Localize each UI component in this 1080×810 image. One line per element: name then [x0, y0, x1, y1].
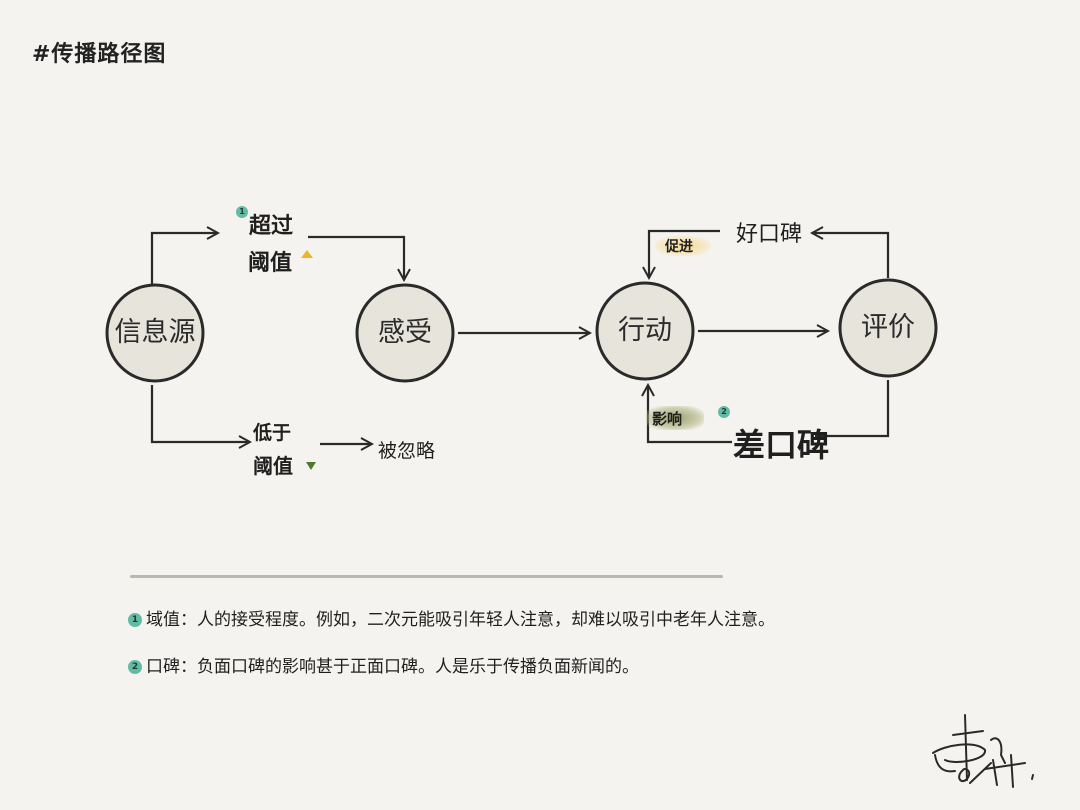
exceed-label-line1: 超过	[249, 214, 294, 239]
note-2: 2 口碑：负面口碑的影响甚于正面口碑。人是乐于传播负面新闻的。	[128, 652, 639, 677]
diagram-title: #传播路径图	[32, 42, 167, 67]
node-action-label: 行动	[618, 315, 672, 346]
exceed-label-line2: 阈值	[248, 251, 293, 276]
ignored-label: 被忽略	[378, 440, 436, 462]
node-evaluation-circle	[838, 278, 938, 378]
influence-highlight	[646, 406, 704, 430]
below-label-line1: 低于	[253, 422, 292, 444]
signature	[932, 714, 1034, 788]
arrow-source-to-below	[150, 385, 250, 442]
influence-label: 影响	[652, 410, 683, 428]
arrow-goodwom-to-action	[649, 229, 720, 278]
note-1-badge-icon: 1	[128, 613, 142, 627]
line-evaluation-to-badwom	[815, 380, 890, 438]
below-label-line2: 阈值	[253, 454, 293, 478]
arrow-evaluation-to-goodwom	[812, 233, 890, 278]
bad-wom-label: 差口碑	[733, 426, 830, 464]
triangle-down-icon	[306, 462, 316, 470]
badge-2-icon: 2	[718, 406, 730, 418]
triangle-up-icon	[301, 250, 313, 258]
arrow-badwom-to-action	[648, 385, 732, 444]
node-perception-label: 感受	[378, 317, 432, 348]
node-evaluation-label: 评价	[861, 312, 915, 343]
note-2-badge-icon: 2	[128, 660, 142, 674]
note-1-text: 域值：人的接受程度。例如，二次元能吸引年轻人注意，却难以吸引中老年人注意。	[146, 610, 775, 630]
badge-1-icon: 1	[236, 206, 248, 218]
node-source-circle	[105, 283, 205, 383]
promote-label: 促进	[665, 239, 693, 255]
arrow-exceed-to-perception	[308, 235, 404, 280]
node-source-label: 信息源	[114, 317, 196, 348]
node-action-circle	[595, 281, 695, 381]
promote-highlight	[655, 236, 711, 256]
arrow-source-to-exceed	[150, 233, 218, 284]
node-perception-circle	[355, 283, 455, 383]
divider	[130, 575, 723, 578]
note-1: 1 域值：人的接受程度。例如，二次元能吸引年轻人注意，却难以吸引中老年人注意。	[128, 605, 775, 630]
good-wom-label: 好口碑	[736, 222, 803, 247]
note-2-text: 口碑：负面口碑的影响甚于正面口碑。人是乐于传播负面新闻的。	[146, 657, 639, 677]
